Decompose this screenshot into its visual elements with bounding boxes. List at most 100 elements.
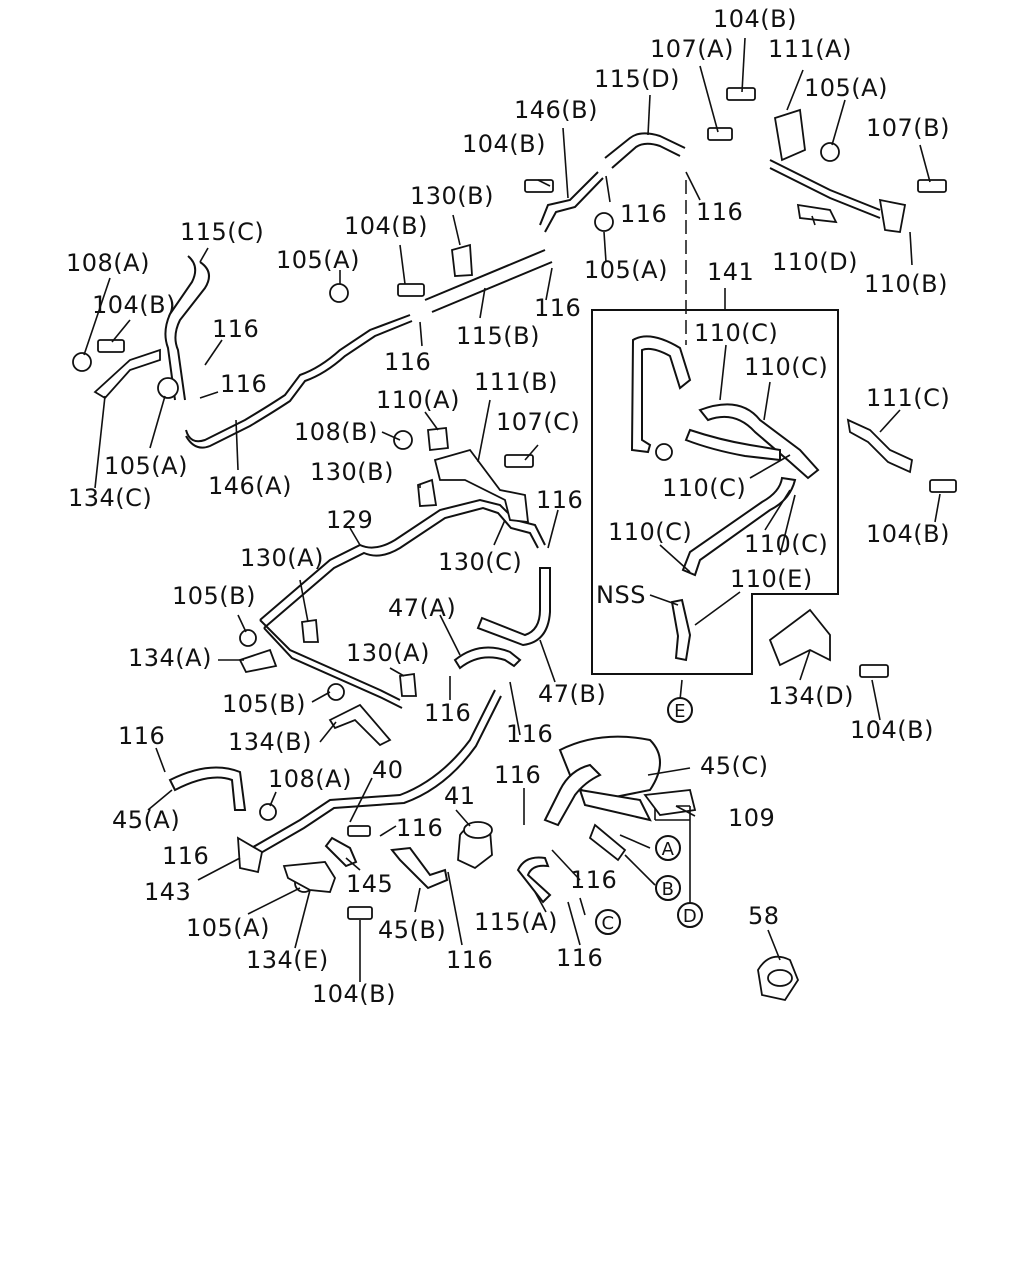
reference-markers: A B C D E <box>595 697 703 935</box>
label-116: 116 <box>162 842 209 870</box>
label-111a: 111(A) <box>768 35 852 63</box>
label-45a: 45(A) <box>112 806 180 834</box>
label-105a: 105(A) <box>804 74 888 102</box>
bracket-134a <box>238 648 278 674</box>
pipe-145 <box>324 836 358 868</box>
label-116: 116 <box>534 294 581 322</box>
label-134b: 134(B) <box>228 728 312 756</box>
label-108a: 108(A) <box>66 249 150 277</box>
label-116: 116 <box>696 198 743 226</box>
label-146a: 146(A) <box>208 472 292 500</box>
pipe-129 <box>259 498 546 621</box>
label-116: 116 <box>424 699 471 727</box>
label-110c: 110(C) <box>608 518 692 546</box>
label-130c: 130(C) <box>438 548 522 576</box>
label-115c: 115(C) <box>180 218 264 246</box>
label-130b: 130(B) <box>410 182 494 210</box>
ref-e-text: E <box>674 701 686 722</box>
hose-47a <box>453 646 522 670</box>
ref-circle-e <box>667 697 693 723</box>
label-116: 116 <box>220 370 267 398</box>
label-104b: 104(B) <box>312 980 396 1008</box>
label-111b: 111(B) <box>474 368 558 396</box>
label-105b: 105(B) <box>172 582 256 610</box>
label-45b: 45(B) <box>378 916 446 944</box>
label-nss: NSS <box>596 581 646 609</box>
label-129: 129 <box>326 506 373 534</box>
label-104b: 104(B) <box>344 212 428 240</box>
ref-a-text: A <box>662 839 675 860</box>
label-134c: 134(C) <box>68 484 152 512</box>
label-107a: 107(A) <box>650 35 734 63</box>
label-146b: 146(B) <box>514 96 598 124</box>
label-116: 116 <box>620 200 667 228</box>
hose-115c <box>174 261 210 401</box>
clip-130b-mid <box>417 478 438 507</box>
hose-45b <box>390 846 449 890</box>
label-105a: 105(A) <box>276 246 360 274</box>
elbow-fitting <box>655 443 673 461</box>
assembly-141-box <box>591 309 839 675</box>
label-130a: 130(A) <box>240 544 324 572</box>
label-134d: 134(D) <box>768 682 854 710</box>
label-130b: 130(B) <box>310 458 394 486</box>
label-143: 143 <box>144 878 191 906</box>
bracket-111c <box>846 418 914 474</box>
hose-115d <box>604 132 686 169</box>
label-104b: 104(B) <box>713 5 797 33</box>
label-116: 116 <box>536 486 583 514</box>
label-116: 116 <box>446 946 493 974</box>
bracket-111b <box>433 448 530 524</box>
fasteners <box>72 87 957 1002</box>
pipe-network <box>164 108 907 904</box>
clip-130a <box>301 618 319 643</box>
bracket-134d <box>768 608 831 667</box>
label-134a: 134(A) <box>128 644 212 672</box>
nut-105a-icon <box>820 142 840 162</box>
label-134e: 134(E) <box>246 946 329 974</box>
label-108b: 108(B) <box>294 418 378 446</box>
label-145: 145 <box>346 870 393 898</box>
label-141: 141 <box>707 258 754 286</box>
label-104b: 104(B) <box>850 716 934 744</box>
bracket-134b <box>328 703 392 747</box>
label-104b: 104(B) <box>866 520 950 548</box>
pipe-40 <box>247 689 502 859</box>
pipe-146a <box>185 314 411 443</box>
label-45c: 45(C) <box>700 752 769 780</box>
label-115a: 115(A) <box>474 908 558 936</box>
label-116: 116 <box>570 866 617 894</box>
label-116: 116 <box>396 814 443 842</box>
ref-circle-b <box>655 875 681 901</box>
hose-115a <box>516 856 552 904</box>
leader-lines <box>83 37 941 982</box>
label-58: 58 <box>748 902 780 930</box>
clip-130b-top <box>451 243 473 277</box>
bracket-134e <box>282 861 336 893</box>
label-111c: 111(C) <box>866 384 950 412</box>
label-116: 116 <box>384 348 431 376</box>
ref-c-text: C <box>601 913 614 934</box>
label-107c: 107(C) <box>496 408 580 436</box>
pipe-115b <box>424 249 546 301</box>
ref-d-text: D <box>683 906 697 927</box>
label-110b: 110(B) <box>864 270 948 298</box>
label-116: 116 <box>212 315 259 343</box>
bolt-104b-icon <box>726 87 756 101</box>
label-47a: 47(A) <box>388 594 456 622</box>
label-110c: 110(C) <box>744 530 828 558</box>
label-40: 40 <box>372 756 404 784</box>
label-110c: 110(C) <box>744 353 828 381</box>
ref-b-text: B <box>662 879 675 900</box>
ref-circle-a <box>655 835 681 861</box>
label-105b: 105(B) <box>222 690 306 718</box>
label-110e: 110(E) <box>730 565 813 593</box>
label-41: 41 <box>444 782 476 810</box>
label-115d: 115(D) <box>594 65 680 93</box>
label-104b: 104(B) <box>92 291 176 319</box>
label-110c: 110(C) <box>694 319 778 347</box>
label-108a: 108(A) <box>268 765 352 793</box>
label-116: 116 <box>556 944 603 972</box>
ref-circle-c <box>595 909 621 935</box>
